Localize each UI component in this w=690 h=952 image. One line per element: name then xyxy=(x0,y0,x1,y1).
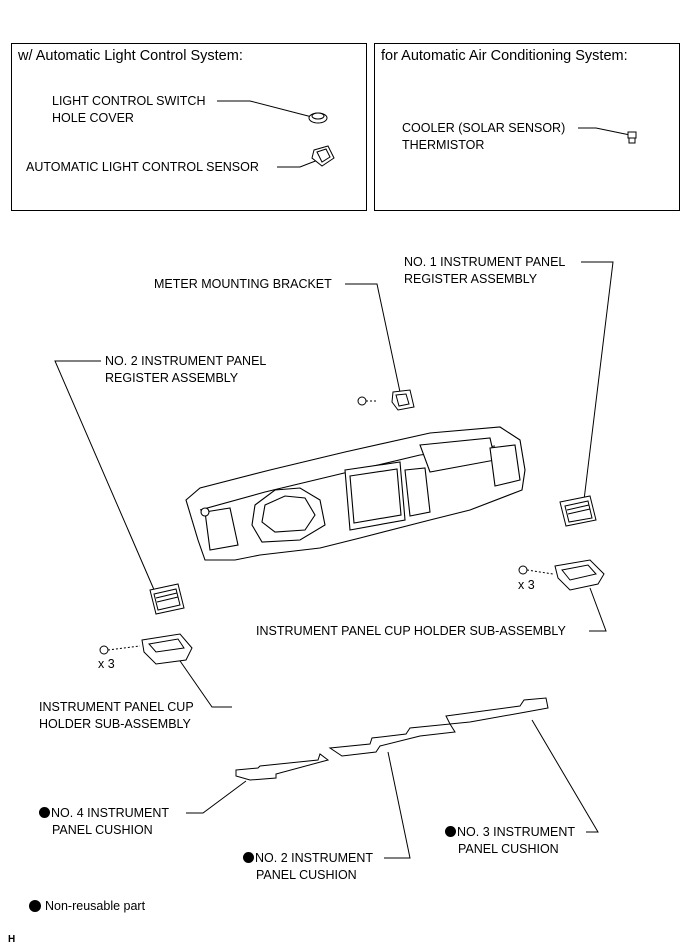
inset-air-conditioning: for Automatic Air Conditioning System: xyxy=(374,43,680,211)
non-reusable-icon xyxy=(445,826,456,837)
solar-sensor-part xyxy=(627,131,637,144)
light-control-switch-hole-cover-label: LIGHT CONTROL SWITCH HOLE COVER xyxy=(52,94,206,125)
no2-register-part xyxy=(149,583,185,615)
inset-title: for Automatic Air Conditioning System: xyxy=(381,48,628,64)
leader-lines xyxy=(54,100,631,859)
quantity-right-label: x 3 xyxy=(518,578,535,592)
no1-register-label: NO. 1 INSTRUMENT PANEL REGISTER ASSEMBLY xyxy=(404,255,566,286)
non-reusable-icon xyxy=(243,852,254,863)
no3-cushion-label: NO. 3 INSTRUMENT PANEL CUSHION xyxy=(445,824,575,858)
meter-mounting-bracket-part xyxy=(357,389,415,411)
no2-cushion-label: NO. 2 INSTRUMENT PANEL CUSHION xyxy=(243,850,373,884)
cup-holder-right-label: INSTRUMENT PANEL CUP HOLDER SUB-ASSEMBLY xyxy=(256,624,566,638)
legend-text: Non-reusable part xyxy=(45,899,146,913)
no2-register-label: NO. 2 INSTRUMENT PANEL REGISTER ASSEMBLY xyxy=(105,354,267,385)
solar-sensor-label: COOLER (SOLAR SENSOR) THERMISTOR xyxy=(402,121,566,152)
non-reusable-marker xyxy=(29,900,41,912)
quantity-left-label: x 3 xyxy=(98,657,115,671)
no4-cushion-part xyxy=(235,753,330,781)
inset-light-control: w/ Automatic Light Control System: xyxy=(11,43,367,211)
figure-code: H xyxy=(8,934,16,945)
cup-holder-right-part xyxy=(518,559,605,591)
no3-cushion-part xyxy=(445,697,549,725)
automatic-light-control-sensor-part xyxy=(311,145,335,167)
instrument-panel-part xyxy=(185,426,526,561)
light-control-switch-hole-cover-part xyxy=(308,112,328,124)
inset-title: w/ Automatic Light Control System: xyxy=(18,48,243,64)
cup-holder-left-part xyxy=(99,633,193,665)
meter-mounting-bracket-label: METER MOUNTING BRACKET xyxy=(154,277,332,291)
cup-holder-left-label: INSTRUMENT PANEL CUP HOLDER SUB-ASSEMBLY xyxy=(39,700,194,731)
no1-register-part xyxy=(559,495,597,527)
non-reusable-icon xyxy=(39,807,50,818)
automatic-light-control-sensor-label: AUTOMATIC LIGHT CONTROL SENSOR xyxy=(26,160,259,174)
no2-cushion-part xyxy=(328,723,456,757)
no4-cushion-label: NO. 4 INSTRUMENT PANEL CUSHION xyxy=(39,805,169,839)
